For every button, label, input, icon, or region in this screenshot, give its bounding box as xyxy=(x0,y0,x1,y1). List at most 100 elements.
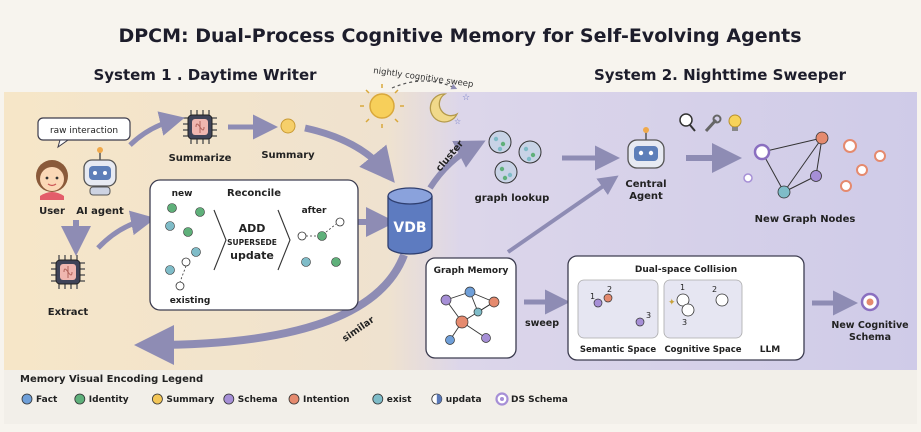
memory-node xyxy=(473,307,483,317)
semantic-space-box xyxy=(577,279,659,339)
legend-label: Identity xyxy=(89,395,129,405)
graph-node xyxy=(840,180,852,192)
reconcile-node xyxy=(191,247,201,257)
arrow-summary-to-vdb xyxy=(304,124,395,183)
graph-node xyxy=(856,164,868,176)
legend-label: Summary xyxy=(166,395,214,405)
reconcile-node xyxy=(181,257,191,267)
graph-node xyxy=(843,139,857,153)
central-agent-robot-icon xyxy=(627,127,665,169)
reconcile-node xyxy=(165,265,175,275)
legend-swatch xyxy=(21,393,33,405)
cognitive-point xyxy=(681,303,695,317)
reconcile-node xyxy=(167,203,177,213)
semantic-index-1: 1 xyxy=(590,292,595,301)
reconcile-op-add: ADD xyxy=(239,222,266,235)
memory-node xyxy=(440,294,452,306)
reconcile-existing-label: existing xyxy=(170,296,211,306)
semantic-point xyxy=(603,293,613,303)
ai-agent-label: AI agent xyxy=(76,206,124,217)
graph-lookup-label: graph lookup xyxy=(475,193,550,204)
memory-node xyxy=(455,315,469,329)
legend-label: updata xyxy=(446,395,482,405)
reconcile-node xyxy=(183,227,193,237)
legend-label: Schema xyxy=(238,395,278,405)
legend-title: Memory Visual Encoding Legend xyxy=(20,374,203,385)
memory-node xyxy=(481,333,491,343)
legend-label: Fact xyxy=(36,395,58,405)
cognitive-space-label: Cognitive Space xyxy=(664,345,741,355)
cognitive-point xyxy=(715,293,729,307)
summarize-label: Summarize xyxy=(169,153,232,164)
cognitive-index-3: 3 xyxy=(682,318,687,327)
raw-interaction-bubble: raw interaction xyxy=(37,117,131,149)
sweep-arc-arrow xyxy=(391,80,458,90)
moon-icon: ☆ ☆ xyxy=(429,93,470,126)
legend-item-fact: Fact xyxy=(21,393,58,405)
reconcile-title: Reconcile xyxy=(227,188,281,199)
reconcile-node xyxy=(195,207,205,217)
graph-node xyxy=(753,143,771,161)
reconcile-new-label: new xyxy=(172,189,193,199)
sun-icon xyxy=(360,84,404,128)
wrench-icon xyxy=(704,114,722,133)
legend-label: exist xyxy=(387,395,412,405)
legend-item-schema: Schema xyxy=(223,393,278,405)
cognitive-index-1: 1 xyxy=(680,283,685,292)
reconcile-node xyxy=(301,257,311,267)
legend-item-updata: updata xyxy=(431,393,482,405)
semantic-point xyxy=(635,317,645,327)
legend-swatch xyxy=(223,393,235,405)
reconcile-node xyxy=(317,231,327,241)
reconcile-node xyxy=(331,257,341,267)
legend-item-ds-schema: DS Schema xyxy=(495,392,568,406)
page-title: DPCM: Dual-Process Cognitive Memory for … xyxy=(118,25,801,47)
reconcile-node xyxy=(175,281,185,291)
semantic-index-3: 3 xyxy=(646,311,651,320)
summary-label: Summary xyxy=(261,150,315,161)
reconcile-node xyxy=(335,217,345,227)
reconcile-chevron-right xyxy=(277,209,291,271)
vdb-label: VDB xyxy=(393,220,426,236)
cognitive-space-box xyxy=(663,279,743,339)
svg-text:☆: ☆ xyxy=(462,93,470,103)
graph-node xyxy=(810,170,822,182)
arrow-graph-to-agent xyxy=(506,175,619,254)
legend-swatch xyxy=(372,393,384,405)
summary-node xyxy=(280,118,296,134)
legend-swatch xyxy=(288,393,300,405)
extract-label: Extract xyxy=(48,307,89,318)
memory-node xyxy=(445,335,455,345)
reconcile-op-update: update xyxy=(230,249,274,262)
summarize-chip-icon xyxy=(183,110,217,144)
graph-node xyxy=(874,150,886,162)
legend-label: Intention xyxy=(303,395,350,405)
arrow-bubble-to-summarize xyxy=(128,111,185,147)
graph-node xyxy=(777,185,791,199)
new-graph-nodes-graph xyxy=(743,131,886,199)
svg-text:☆: ☆ xyxy=(454,117,461,126)
arrow-vdb-cluster xyxy=(427,140,486,190)
reconcile-panel: Reconcile new after existing ADD SUPERSE… xyxy=(149,179,359,311)
graph-node xyxy=(815,131,829,145)
graph-lookup-cluster-icon xyxy=(488,130,542,184)
legend-item-identity: Identity xyxy=(74,393,129,405)
reconcile-chevron-left xyxy=(213,209,227,271)
legend: Fact Identity Summary Schema Intention exist u… xyxy=(21,392,568,406)
llm-label: LLM xyxy=(760,345,780,355)
user-label: User xyxy=(39,206,65,217)
raw-interaction-label: raw interaction xyxy=(50,126,118,136)
extract-chip-icon xyxy=(51,255,85,289)
system1-title: System 1 . Daytime Writer xyxy=(93,66,317,84)
sparkle-icon: ✦ xyxy=(668,298,676,308)
new-graph-nodes-label: New Graph Nodes xyxy=(755,214,856,225)
semantic-index-2: 2 xyxy=(607,285,612,294)
graph-memory-panel: Graph Memory xyxy=(425,257,517,359)
legend-item-summary: Summary xyxy=(151,393,215,405)
magnifier-icon xyxy=(679,113,696,132)
legend-swatch xyxy=(74,393,86,405)
legend-item-intention: Intention xyxy=(288,393,350,405)
